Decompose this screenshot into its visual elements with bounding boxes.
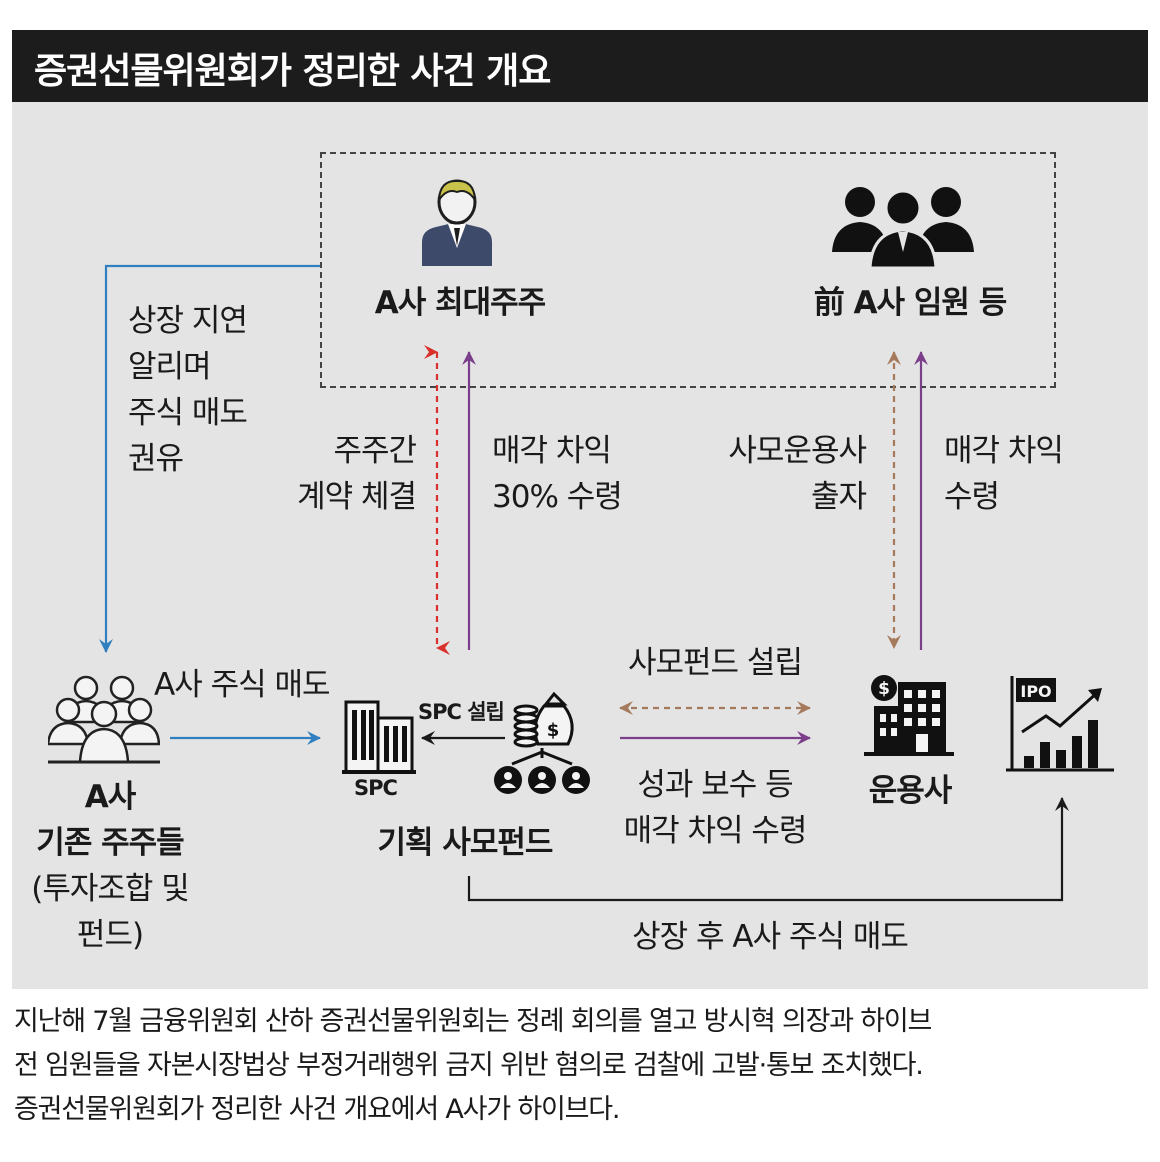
existing-shareholders-label-1: A사 xyxy=(84,779,137,815)
major-shareholder-label: A사 최대주주 xyxy=(374,285,546,321)
shareholders-crowd-icon xyxy=(48,675,160,764)
performance-fee-label-2: 매각 차익 수령 xyxy=(623,813,808,849)
recommend-sale-label-1: 상장 지연 xyxy=(128,303,248,339)
person-icon xyxy=(422,179,492,266)
existing-shareholders-label-4: 펀드) xyxy=(76,917,144,953)
recommend-sale-arrow xyxy=(99,264,320,653)
sale-profit-label-1: 매각 차익 xyxy=(944,433,1064,469)
caption-line-3: 증권선물위원회가 정리한 사건 개요에서 A사가 하이브다. xyxy=(14,1094,620,1125)
caption-line-2: 전 임원들을 자본시장법상 부정거래행위 금지 위반 혐의로 검찰에 고발·통보… xyxy=(14,1050,924,1081)
fund-setup-label: 사모펀드 설립 xyxy=(628,645,803,681)
stock-sale-label: A사 주식 매도 xyxy=(154,667,331,703)
sale-profit-label-2: 수령 xyxy=(944,479,1000,515)
spc-building-icon xyxy=(342,700,416,774)
caption-line-1: 지난해 7월 금융위원회 산하 증권선물위원회는 정례 회의를 열고 방시혁 의… xyxy=(14,1006,932,1037)
spc-setup-label: SPC 설립 xyxy=(418,700,505,724)
existing-shareholders-label-2: 기존 주주들 xyxy=(36,825,184,861)
recommend-sale-label-2: 알리며 xyxy=(128,349,212,385)
dashed-group-box xyxy=(320,152,1056,388)
diagram-title: 증권선물위원회가 정리한 사건 개요 xyxy=(34,51,551,92)
pe-fund-label: 기획 사모펀드 xyxy=(377,825,554,861)
svg-text:$: $ xyxy=(878,679,890,699)
pe-investment-label-2: 출자 xyxy=(810,479,867,515)
former-executives-label: 前 A사 임원 등 xyxy=(813,285,1007,321)
sale-profit-30-label-1: 매각 차익 xyxy=(492,433,612,469)
recommend-sale-label-4: 권유 xyxy=(128,441,184,477)
ipo-chart-icon: IPO xyxy=(1006,676,1114,772)
pe-investment-label-1: 사모운용사 xyxy=(728,433,867,469)
svg-text:$: $ xyxy=(547,720,560,741)
sale-profit-30-label-2: 30% 수령 xyxy=(492,479,623,515)
title-bar: 증권선물위원회가 정리한 사건 개요 xyxy=(12,30,1148,102)
existing-shareholders-label-3: (투자조합 및 xyxy=(31,871,190,907)
shareholder-contract-label-2: 계약 체결 xyxy=(297,479,417,515)
performance-fee-label-1: 성과 보수 등 xyxy=(637,767,793,803)
manager-label: 운용사 xyxy=(868,773,953,809)
spc-label: SPC xyxy=(354,776,398,800)
executives-group-icon xyxy=(832,187,974,268)
post-ipo-sale-arrow xyxy=(467,797,1069,902)
recommend-sale-label-3: 주식 매도 xyxy=(128,395,248,431)
shareholder-contract-label-1: 주주간 xyxy=(333,433,417,469)
ipo-label: IPO xyxy=(1020,682,1051,701)
post-ipo-sale-label: 상장 후 A사 주식 매도 xyxy=(632,919,909,955)
caption: 지난해 7월 금융위원회 산하 증권선물위원회는 정례 회의를 열고 방시혁 의… xyxy=(14,1000,1154,1132)
money-bag-fund-icon: $ xyxy=(494,691,590,794)
manager-building-icon: $ xyxy=(864,675,954,756)
